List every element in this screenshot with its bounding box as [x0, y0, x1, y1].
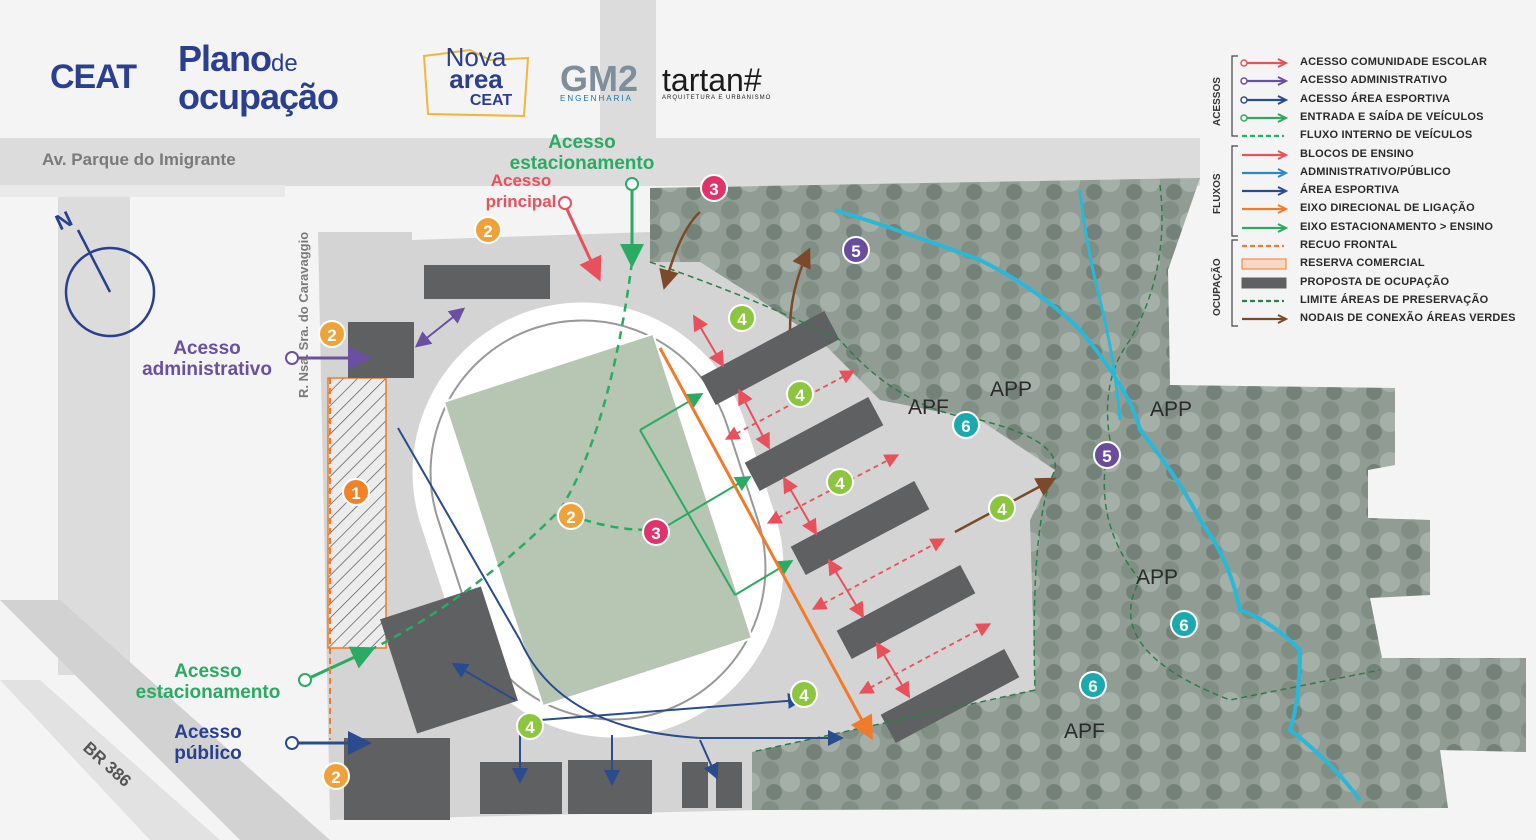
legend-symbol-icon: [1241, 277, 1287, 289]
legend-symbol-icon: [1242, 149, 1288, 160]
plano-word: Plano: [178, 38, 272, 79]
marker-6: 6: [1170, 610, 1198, 638]
legend-symbol-icon: [1241, 258, 1287, 270]
ceat-subword: CEAT: [469, 92, 513, 109]
legend-brackets: [1231, 55, 1238, 327]
marker-4: 4: [790, 680, 818, 708]
avenue-label: Av. Parque do Imigrante: [42, 150, 236, 169]
marker-4: 4: [988, 494, 1016, 522]
marker-2: 2: [557, 502, 585, 530]
legend-item-label: EIXO DIRECIONAL DE LIGAÇÃO: [1300, 202, 1475, 215]
nova-area-logo: Nova area CEAT: [420, 42, 532, 118]
legend-group-acessos: ACESSOS: [1212, 77, 1223, 126]
legend-symbol-icon: [1240, 112, 1288, 123]
legend-item-label: ACESSO ÁREA ESPORTIVA: [1300, 92, 1451, 105]
zone-app: APP: [990, 378, 1033, 401]
gm2-word: GM2: [560, 58, 639, 99]
legend-item-label: NODAIS DE CONEXÃO ÁREAS VERDES: [1300, 312, 1516, 325]
legend-symbol-icon: [1240, 58, 1288, 68]
legend-symbol-icon: [1240, 76, 1288, 87]
legend-symbol-icon: [1242, 222, 1288, 233]
access-parking-bottom-label: Acesso estacionamento: [135, 661, 281, 703]
gm2-sub: ENGENHARIA: [560, 94, 633, 103]
nova-word: Nova: [445, 42, 507, 72]
legend-item-label: BLOCOS DE ENSINO: [1300, 147, 1414, 160]
gm2-logo: GM2 ENGENHARIA: [560, 58, 638, 103]
zone-apf: APF: [1064, 720, 1105, 743]
ocupacao-word: ocupação: [178, 76, 339, 117]
legend-group-ocupacao: OCUPAÇÃO: [1212, 258, 1223, 316]
legend-item-label: RECUO FRONTAL: [1300, 239, 1398, 251]
marker-5: 5: [842, 236, 870, 264]
legend-item-label: ACESSO COMUNIDADE ESCOLAR: [1300, 56, 1488, 68]
legend-item-label: RESERVA COMERCIAL: [1300, 257, 1425, 270]
access-admin-label: Acesso administrativo: [142, 338, 272, 380]
legend-symbol-icon: [1242, 244, 1284, 248]
marker-2: 2: [318, 320, 346, 348]
zone-apf: APF: [908, 396, 949, 419]
access-public-label: Acesso público: [174, 722, 242, 764]
legend-group-fluxos: FLUXOS: [1212, 173, 1223, 214]
legend-symbol-icon: [1242, 186, 1288, 196]
marker-4: 4: [728, 304, 756, 332]
nova-area-outline-icon: [422, 48, 530, 118]
ceat-logo: CEAT: [50, 58, 137, 96]
legend-item-label: PROPOSTA DE OCUPAÇÃO: [1300, 275, 1450, 288]
access-main-label: Acesso principal: [485, 171, 557, 211]
marker-3: 3: [642, 518, 670, 546]
legend-item-label: ENTRADA E SAÍDA DE VEÍCULOS: [1300, 110, 1484, 123]
plano-de-word: de: [271, 50, 298, 77]
marker-5: 5: [1093, 441, 1121, 469]
zone-app: APP: [1136, 566, 1179, 589]
side-street-label: R. Nsa. Sra. do Caravaggio: [296, 231, 311, 398]
marker-3: 3: [700, 174, 728, 202]
marker-1: 1: [342, 478, 370, 506]
legend-item-label: FLUXO INTERNO DE VEÍCULOS: [1300, 129, 1473, 142]
plano-logo: Planode ocupação: [178, 41, 339, 120]
marker-2: 2: [322, 762, 350, 790]
tartan-logo: tartan# ARQUITETURA E URBANISMO: [662, 62, 771, 101]
marker-4: 4: [826, 468, 854, 496]
legend-symbol-icon: [1242, 167, 1288, 178]
area-word: area: [449, 64, 503, 94]
legend-item-label: ADMINISTRATIVO/PÚBLICO: [1300, 165, 1451, 178]
legend-symbol-icon: [1242, 204, 1288, 215]
legend-symbol-icon: [1242, 314, 1288, 325]
marker-6: 6: [952, 411, 980, 439]
legend-item-label: LIMITE ÁREAS DE PRESERVAÇÃO: [1300, 293, 1489, 306]
marker-2: 2: [474, 216, 502, 244]
legend-item-label: ACESSO ADMINISTRATIVO: [1300, 74, 1448, 87]
legend-symbol-icon: [1242, 135, 1284, 138]
marker-4: 4: [786, 380, 814, 408]
access-parking-top-label: Acesso estacionamento: [509, 132, 655, 174]
zone-app: APP: [1150, 398, 1193, 421]
tartan-sub: ARQUITETURA E URBANISMO: [662, 95, 772, 101]
legend-symbol-icon: [1242, 299, 1284, 302]
legend-item-label: EIXO ESTACIONAMENTO > ENSINO: [1300, 220, 1494, 233]
marker-6: 6: [1079, 671, 1107, 699]
legend-symbol-icon: [1240, 94, 1288, 105]
marker-4: 4: [516, 712, 544, 740]
tartan-word: tartan#: [662, 62, 762, 98]
legend-item-label: ÁREA ESPORTIVA: [1300, 184, 1400, 197]
